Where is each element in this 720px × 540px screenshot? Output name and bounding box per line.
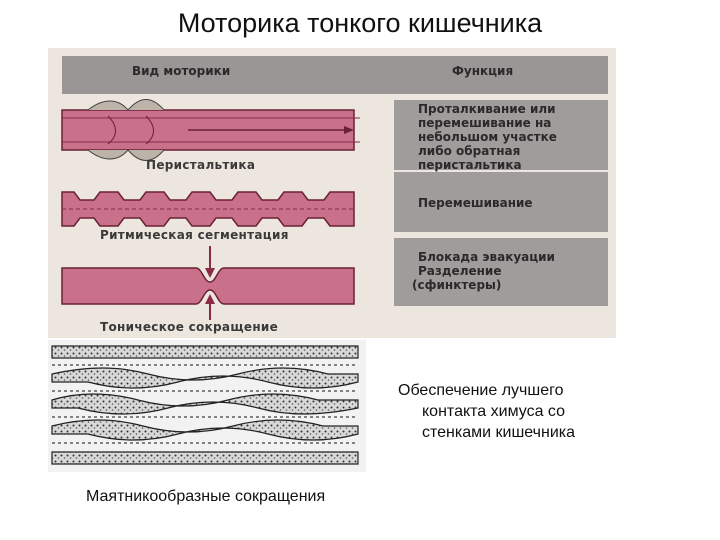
function-text-peristalsis: Проталкивание или перемешивание на небол… [418, 102, 557, 172]
pendulum-caption: Маятникообразные сокращения [86, 488, 326, 505]
peristalsis-drawing [61, 99, 360, 161]
segmentation-drawing [61, 191, 355, 227]
table-header-bar [62, 56, 608, 94]
header-type: Вид моторики [132, 64, 231, 78]
function-box-tonic [394, 238, 608, 306]
header-function: Функция [452, 64, 514, 78]
pendulum-drawing [48, 340, 366, 472]
caption-peristalsis: Перистальтика [146, 158, 256, 172]
function-box-peristalsis [394, 100, 608, 170]
caption-segmentation: Ритмическая сегментация [100, 228, 289, 242]
motility-illustrations [61, 99, 360, 320]
page-title: Моторика тонкого кишечника [177, 8, 543, 38]
caption-tonic: Тоническое сокращение [100, 320, 279, 334]
tonic-drawing [61, 246, 355, 320]
function-text-tonic: Блокада эвакуации Разделение (сфинктеры) [412, 250, 555, 292]
function-box-segmentation [394, 172, 608, 232]
function-text-segmentation: Перемешивание [418, 196, 533, 210]
pendulum-description: Обеспечение лучшего контакта химуса со с… [398, 382, 576, 441]
